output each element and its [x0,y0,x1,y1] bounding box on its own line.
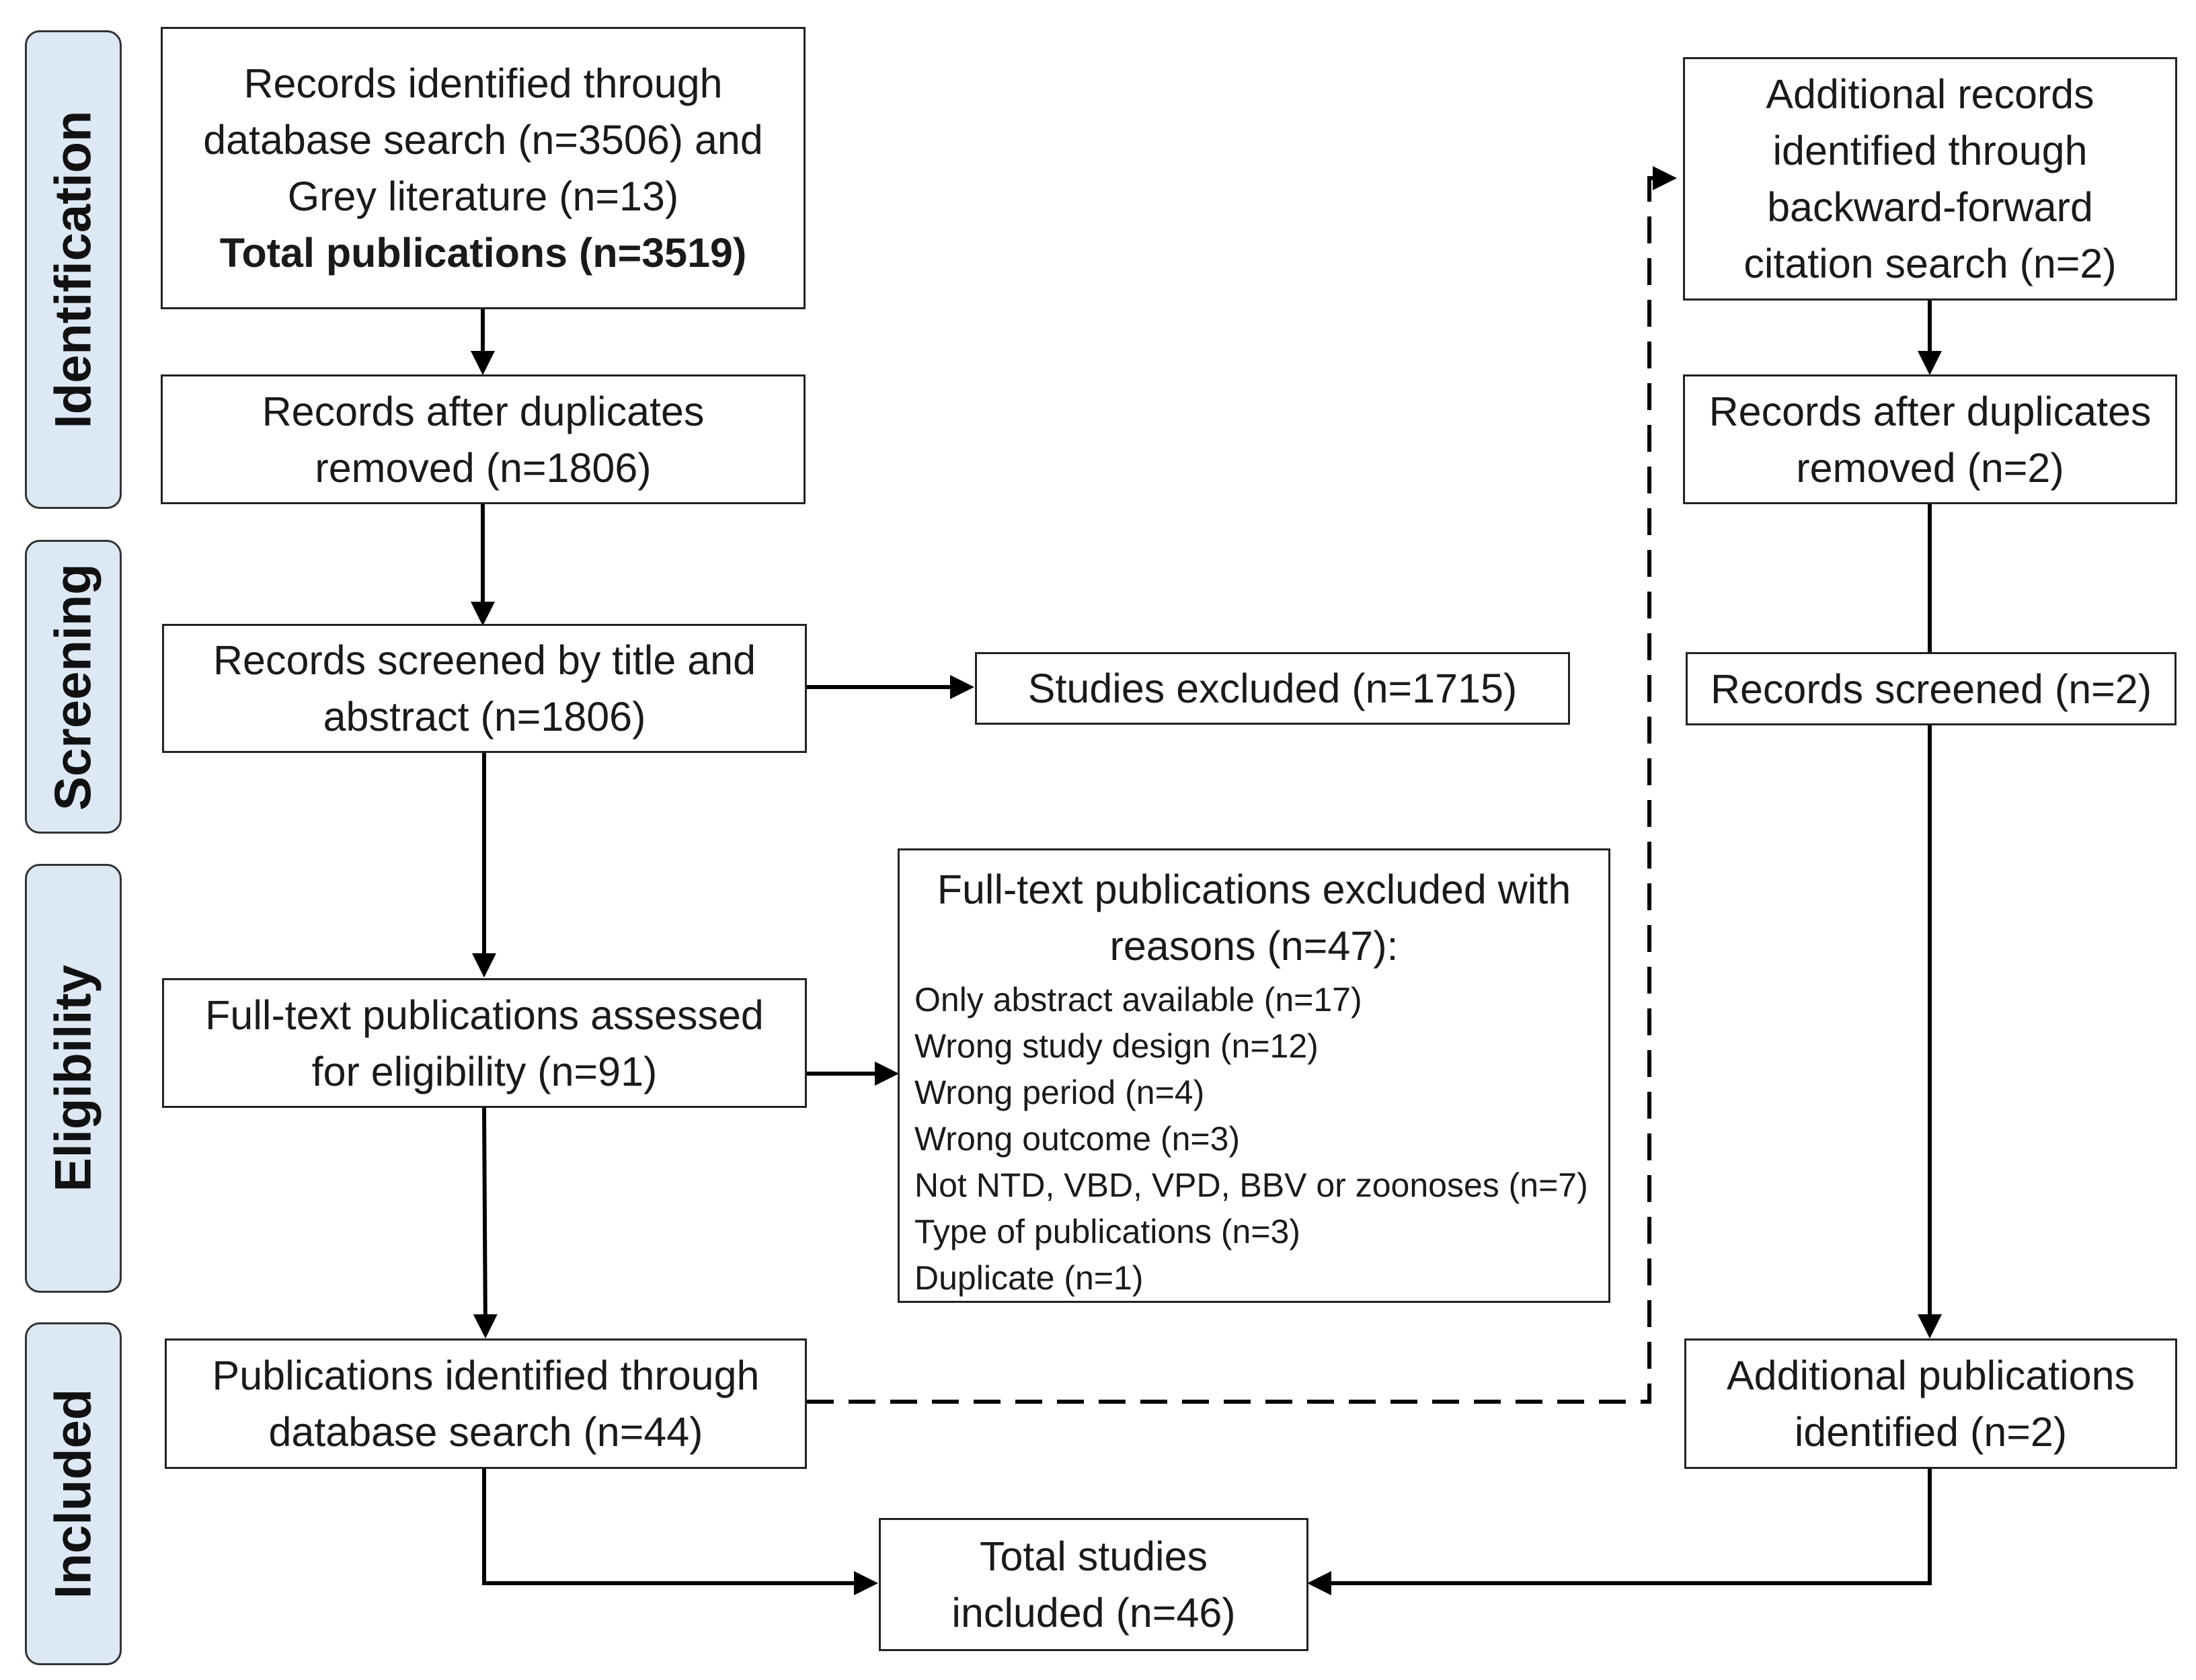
right-after-duplicates-line1: Records after duplicates [1709,388,2152,434]
box-additional-publications: Additional publications identified (n=2) [1684,1338,2177,1469]
box-studies-excluded: Studies excluded (n=1715) [975,652,1570,725]
additional-publications-line2: identified (n=2) [1794,1409,2068,1455]
right-after-duplicates-line2: removed (n=2) [1796,444,2064,491]
exclusion-reasons-list: Only abstract available (n=17) Wrong stu… [900,977,1608,1302]
phase-included-label: Included [44,1388,102,1599]
records-screened-line1: Records screened by title and [213,637,756,683]
box-total-included: Total studies included (n=46) [879,1518,1308,1651]
full-text-assessed-line2: for eligibility (n=91) [311,1048,658,1094]
after-duplicates-line2: removed (n=1806) [315,444,652,491]
phase-identification: Identification [25,30,122,509]
additional-publications-line1: Additional publications [1726,1353,2135,1398]
phase-included: Included [25,1322,122,1665]
records-screened-line2: abstract (n=1806) [323,694,646,739]
db-publications-line1: Publications identified through [212,1353,760,1398]
exclusion-reason: Wrong outcome (n=3) [914,1120,1241,1158]
box-full-text-assessed: Full-text publications assessed for elig… [162,978,807,1108]
arrow-db-publications-to-total [482,1469,878,1595]
exclusion-reason: Duplicate (n=1) [914,1259,1144,1297]
phase-identification-label: Identification [44,110,102,429]
additional-records-line1: Additional records [1766,71,2094,117]
exclusion-reason: Wrong period (n=4) [914,1074,1205,1111]
full-text-assessed-line1: Full-text publications assessed [205,992,764,1038]
records-identified-line1: Records identified through [243,61,723,106]
studies-excluded-text: Studies excluded (n=1715) [1027,666,1518,711]
after-duplicates-line1: Records after duplicates [262,388,705,434]
full-text-excluded-title-line2: reasons (n=47): [1109,923,1399,969]
box-records-identified: Records identified through database sear… [161,27,806,309]
arrow-additional-publications-to-total [1307,1469,1932,1595]
additional-records-line4: citation search (n=2) [1743,241,2117,286]
box-full-text-excluded: Full-text publications excluded with rea… [898,848,1610,1303]
exclusion-reason: Type of publications (n=3) [914,1213,1300,1250]
box-records-after-duplicates: Records after duplicates removed (n=1806… [161,374,806,504]
full-text-excluded-title-line1: Full-text publications excluded with [937,867,1571,912]
box-db-publications: Publications identified through database… [165,1338,807,1469]
exclusion-reason: Not NTD, VBD, VPD, BBV or zoonoses (n=7) [914,1166,1588,1204]
phase-eligibility-label: Eligibility [44,965,102,1192]
total-publications: Total publications (n=3519) [219,230,747,276]
box-records-screened: Records screened by title and abstract (… [162,624,807,753]
additional-records-line3: backward-forward [1767,184,2093,230]
total-included-line1: Total studies [979,1533,1208,1579]
phase-eligibility: Eligibility [25,864,122,1293]
phase-screening-label: Screening [44,563,102,811]
total-included-line2: included (n=46) [951,1590,1236,1636]
dashed-connector-db-to-additional [807,166,1677,1404]
box-right-after-duplicates: Records after duplicates removed (n=2) [1683,374,2177,504]
records-identified-line3: Grey literature (n=13) [287,173,679,219]
exclusion-reason: Wrong study design (n=12) [914,1027,1319,1065]
records-identified-line2: database search (n=3506) and [203,117,763,163]
box-additional-records: Additional records identified through ba… [1683,57,2177,301]
phase-screening: Screening [25,540,122,834]
exclusion-reason: Only abstract available (n=17) [914,981,1362,1018]
additional-records-line2: identified through [1772,128,2088,173]
right-records-screened-text: Records screened (n=2) [1710,666,2152,712]
db-publications-line2: database search (n=44) [268,1409,703,1455]
box-right-records-screened: Records screened (n=2) [1686,652,2177,725]
arrow-fulltext-to-db-publications [473,1107,498,1338]
